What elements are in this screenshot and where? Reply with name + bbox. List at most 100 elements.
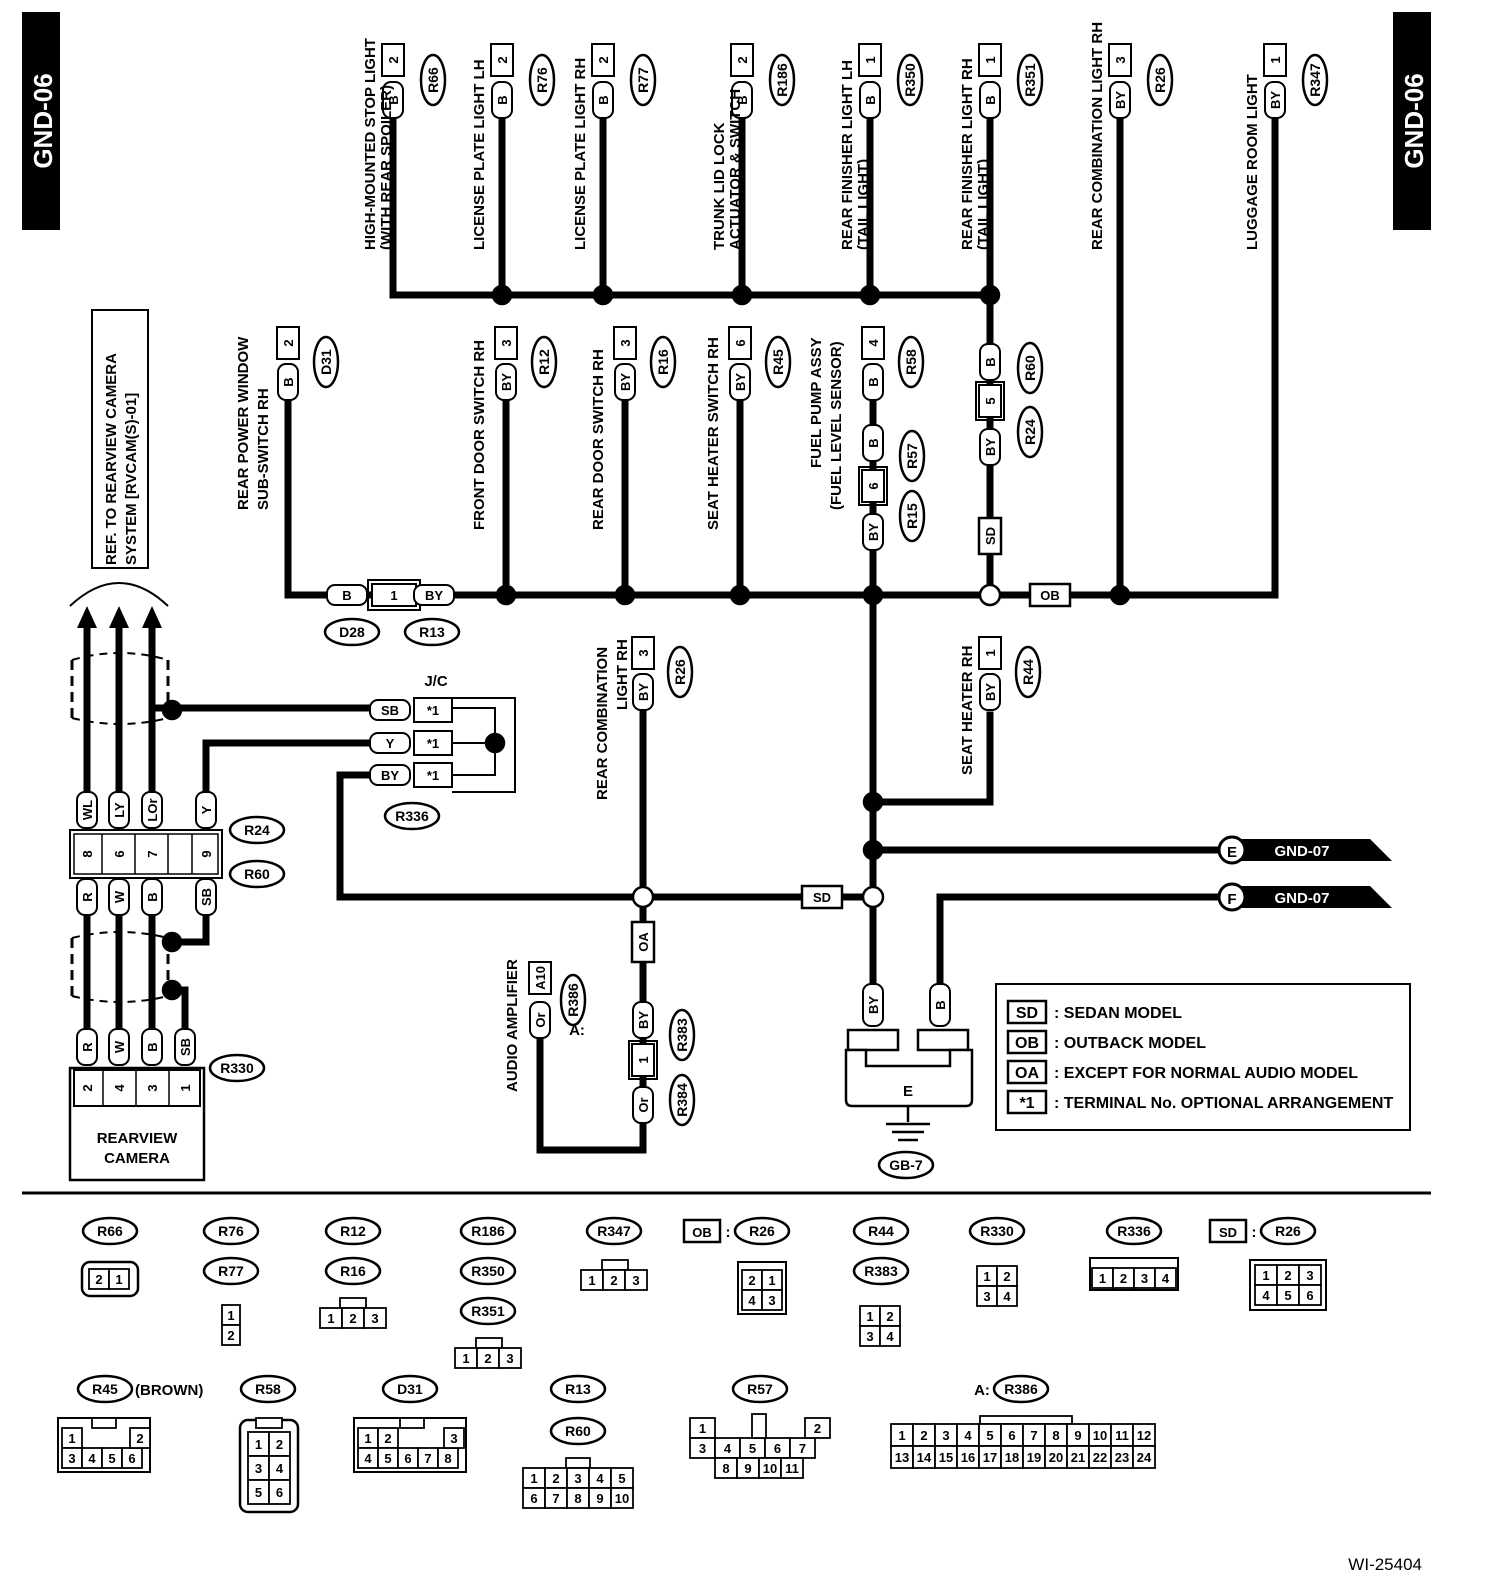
ref-line2: SYSTEM [RVCAM(S)-01] — [123, 393, 140, 565]
mid-load-conn: D31 — [318, 349, 334, 375]
top-load-conn: R77 — [635, 67, 651, 93]
d28-pin: 1 — [390, 588, 397, 603]
rh-joint-conn-b: R24 — [1022, 419, 1038, 445]
conn-sd-r26-cell — [1298, 1284, 1322, 1306]
ground-conn-oval — [877, 1150, 935, 1180]
conn-r330-cell-num: 3 — [983, 1289, 990, 1304]
conn-sd-prefix-colon: : — [1252, 1224, 1257, 1241]
jc-row-pin-box — [413, 762, 453, 788]
camera-joint-conn-a-oval — [228, 815, 286, 845]
seat-heater-conn-oval — [1014, 645, 1042, 699]
jc-y-wire — [202, 739, 384, 799]
jc-conn-oval — [383, 801, 441, 831]
ground-left-color: BY — [866, 996, 881, 1014]
conn-r45-cell-num: 3 — [68, 1451, 75, 1466]
r383-conn-oval — [668, 1008, 696, 1062]
audio-wire — [536, 1036, 647, 1154]
conn-view-id: R13 — [565, 1381, 591, 1397]
r383-upper-pill — [632, 1001, 654, 1039]
mid-load-color: B — [866, 377, 881, 386]
conn-r45-cell-num: 1 — [68, 1431, 75, 1446]
camera-pin-color: W — [112, 1040, 127, 1053]
jc-row-pin: *1 — [427, 768, 439, 783]
conn-view-id-oval — [324, 1216, 382, 1246]
legend-code: *1 — [1019, 1095, 1034, 1112]
conn-r386-cell-num: 17 — [983, 1450, 997, 1465]
camera-joint-pin: 6 — [112, 850, 127, 857]
top-load-conn: R186 — [774, 63, 790, 97]
conn-r58-cell-num: 3 — [255, 1461, 262, 1476]
conn-view-id-oval — [549, 1374, 607, 1404]
conn-d31-cell-num: 6 — [404, 1451, 411, 1466]
mid-load-name: REAR DOOR SWITCH RH — [590, 349, 607, 530]
conn-r13-cell-num: 1 — [530, 1471, 537, 1486]
top-load-conn: R66 — [425, 67, 441, 93]
rear-combo2-name: REAR COMBINATION — [594, 647, 611, 800]
shield-ground-dot — [161, 699, 183, 721]
conn-r347-cell-num: 3 — [632, 1273, 639, 1288]
legend-text: : SEDAN MODEL — [1054, 1005, 1182, 1022]
rear-combo2-conn: R26 — [672, 659, 688, 685]
tag-left: GND-06 — [22, 12, 60, 230]
conn-view-id: R186 — [471, 1223, 505, 1239]
conn-view-id: R66 — [97, 1223, 123, 1239]
output-flag — [1240, 839, 1392, 861]
fuel-joint-upper: B — [866, 438, 881, 447]
jc-row-color-pill — [369, 764, 411, 786]
conn-r336-cell-num: 1 — [1099, 1271, 1106, 1286]
camera-lower-color: B — [145, 892, 160, 901]
conn-r186-cell-num: 3 — [506, 1351, 513, 1366]
d28-conn: D28 — [339, 624, 365, 640]
conn-r386-cell-num: 2 — [920, 1428, 927, 1443]
audio-color: Or — [533, 1012, 548, 1027]
conn-view-id-oval — [459, 1296, 517, 1326]
top-load-pin-box — [978, 43, 1002, 77]
top-load-pin: 3 — [1113, 56, 1128, 63]
conn-r58-cell-num: 6 — [276, 1485, 283, 1500]
conn-d31-cell-num: 7 — [424, 1451, 431, 1466]
camera-pin-color-pill — [76, 1028, 98, 1066]
conn-r66-cell — [108, 1268, 130, 1290]
mid-load-pin: 3 — [499, 339, 514, 346]
camera-name-1: REARVIEW — [97, 1130, 178, 1147]
r383-upper: BY — [636, 1011, 651, 1029]
r384-conn-oval — [668, 1073, 696, 1127]
rh-sd-text: SD — [983, 527, 998, 545]
mid-load-color: BY — [618, 373, 633, 391]
conn-view-id-oval — [852, 1216, 910, 1246]
fuel-joint-conn-a-oval — [898, 429, 926, 483]
junction-dot-hollow — [631, 885, 655, 909]
jc-row-color: SB — [381, 703, 399, 718]
top-load-pin-box — [730, 43, 754, 77]
mid-load-color-pill — [495, 363, 517, 401]
conn-view-id-oval — [585, 1216, 643, 1246]
conn-view-id-oval — [202, 1256, 260, 1286]
audio-pin-box — [528, 961, 552, 995]
top-load-color-pill — [491, 81, 513, 119]
rh-sd-box — [977, 516, 1003, 556]
jc-row-pin: *1 — [427, 736, 439, 751]
conn-r386-cell-num: 10 — [1093, 1428, 1107, 1443]
camera-pin-color: R — [80, 1042, 95, 1052]
top-load-color: BY — [1268, 91, 1283, 109]
output-flag — [1240, 886, 1392, 908]
top-load-pin: 1 — [983, 56, 998, 63]
conn-r13-cell-num: 2 — [552, 1471, 559, 1486]
top-load-pin: 1 — [863, 56, 878, 63]
seat-heater-color-pill — [979, 673, 1001, 711]
conn-ob-r26-cell-num: 2 — [748, 1273, 755, 1288]
conn-r386-cell-num: 4 — [964, 1428, 972, 1443]
camera-conn: R330 — [220, 1060, 254, 1076]
jc-row-color: BY — [381, 768, 399, 783]
r13-conn: R13 — [419, 624, 445, 640]
mid-load-sub: (FUEL LEVEL SENSOR) — [828, 341, 845, 510]
